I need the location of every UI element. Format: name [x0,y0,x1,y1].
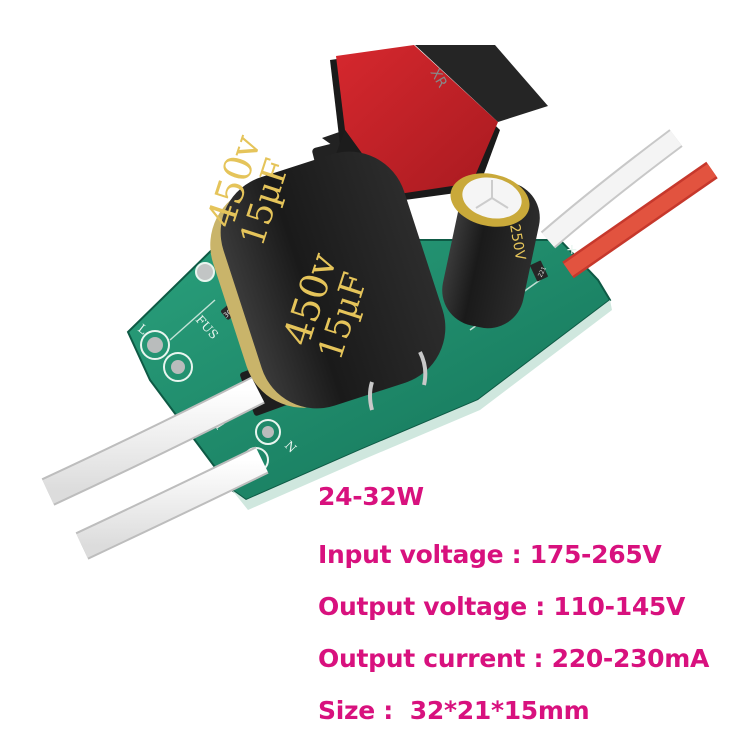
svg-text:+: + [566,242,578,258]
small-capacitor: 250V [442,173,540,329]
spec-output-voltage: Output voltage : 110-145V [318,592,686,621]
output-wires [540,129,718,279]
spec-input-voltage: Input voltage : 175-265V [318,540,662,569]
spec-power: 24-32W [318,482,424,511]
input-wires [41,376,269,560]
spec-size: Size : 32*21*15mm [318,696,590,725]
svg-text:250V: 250V [506,223,528,262]
spec-output-current: Output current : 220-230mA [318,644,710,673]
svg-text:221: 221 [537,265,548,278]
